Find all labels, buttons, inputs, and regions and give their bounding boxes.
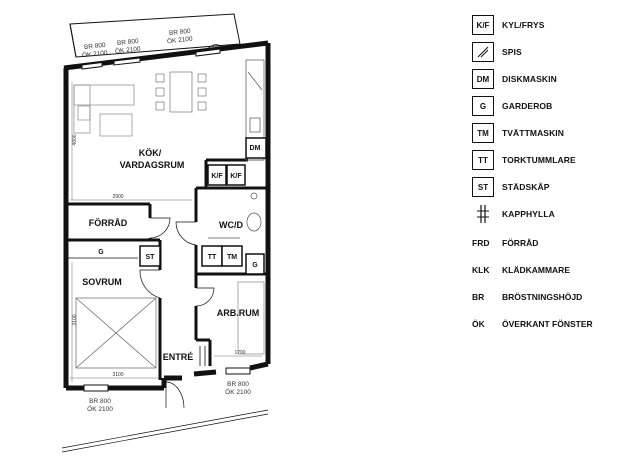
sofa-group bbox=[73, 84, 135, 137]
window-label-bottom-right: BR 800 ÖK 2100 bbox=[225, 381, 251, 396]
legend-code: K/F bbox=[472, 15, 494, 35]
floor-plan: KÖK/ VARDAGSRUM FÖRRÅD SOVRUM WC/D ARB.R… bbox=[61, 13, 271, 453]
abbreviation-text: BRÖSTNINGSHÖJD bbox=[502, 292, 583, 302]
legend-text: DISKMASKIN bbox=[502, 74, 557, 84]
coat-rack-icon bbox=[472, 204, 494, 224]
dining-table bbox=[155, 71, 207, 113]
room-label-bedroom: SOVRUM bbox=[82, 277, 122, 287]
legend-item: ST STÄDSKÅP bbox=[472, 176, 550, 198]
svg-text:BR 800: BR 800 bbox=[117, 38, 140, 47]
legend-code: TM bbox=[472, 123, 494, 143]
room-label-storage: FÖRRÅD bbox=[89, 218, 128, 228]
fixture-tt: TT bbox=[208, 254, 217, 261]
legend-text: GARDEROB bbox=[502, 101, 553, 111]
legend-item: TT TORKTUMMLARE bbox=[472, 149, 576, 171]
stove-icon bbox=[472, 42, 494, 62]
abbreviation-text: FÖRRÅD bbox=[502, 238, 539, 248]
fixture-st: ST bbox=[146, 254, 156, 261]
svg-text:BR 800: BR 800 bbox=[169, 28, 192, 37]
top-windows bbox=[81, 48, 221, 70]
window-label-bottom-left: BR 800 ÖK 2100 bbox=[87, 398, 113, 413]
abbreviation-text: ÖVERKANT FÖNSTER bbox=[502, 319, 593, 329]
abbreviation-item: FRD FÖRRÅD bbox=[472, 238, 538, 248]
fixture-g-office: G bbox=[252, 262, 258, 269]
legend-item: TM TVÄTTMASKIN bbox=[472, 122, 564, 144]
legend-item: KAPPHYLLA bbox=[472, 203, 555, 225]
abbreviation-item: KLK KLÄDKAMMARE bbox=[472, 265, 570, 275]
dimension-kitchen-depth: 4800 bbox=[72, 134, 78, 145]
legend-code: ST bbox=[472, 177, 494, 197]
dimension-kitchen-width: 2900 bbox=[112, 194, 123, 200]
room-label-wc: WC/D bbox=[219, 220, 243, 230]
svg-text:BR 800: BR 800 bbox=[227, 381, 249, 388]
bottom-windows bbox=[83, 367, 251, 392]
abbreviation-code: ÖK bbox=[472, 319, 485, 329]
dimension-office-width: 1700 bbox=[234, 350, 245, 356]
svg-text:ÖK 2100: ÖK 2100 bbox=[225, 388, 251, 396]
fixture-kf-1: K/F bbox=[211, 173, 223, 180]
abbreviation-item: BR BRÖSTNINGSHÖJD bbox=[472, 292, 582, 302]
fixture-boxes bbox=[139, 137, 267, 275]
office-desk bbox=[237, 281, 265, 355]
svg-text:ÖK 2100: ÖK 2100 bbox=[167, 35, 194, 46]
abbreviation-text: KLÄDKAMMARE bbox=[502, 265, 570, 275]
legend-text: TORKTUMMLARE bbox=[502, 155, 576, 165]
bed bbox=[75, 297, 157, 369]
room-label-office: ARB.RUM bbox=[217, 308, 260, 318]
coat-rack-icon bbox=[199, 346, 206, 366]
legend-code: DM bbox=[472, 69, 494, 89]
dimension-lines bbox=[70, 82, 262, 382]
legend-item: SPIS bbox=[472, 41, 522, 63]
outer-walls bbox=[63, 40, 271, 391]
abbreviation-code: KLK bbox=[472, 265, 490, 275]
dimension-bedroom-depth: 3100 bbox=[72, 314, 78, 325]
abbreviation-item: ÖK ÖVERKANT FÖNSTER bbox=[472, 319, 593, 329]
legend-text: KYL/FRYS bbox=[502, 20, 545, 30]
legend-text: TVÄTTMASKIN bbox=[502, 128, 565, 138]
wc-fixtures bbox=[208, 192, 262, 239]
door-swings bbox=[139, 217, 215, 409]
legend-text: STÄDSKÅP bbox=[502, 182, 550, 192]
window-label-balcony-right: BR 800 ÖK 2100 bbox=[167, 28, 194, 45]
legend-code: TT bbox=[472, 150, 494, 170]
abbreviation-code: FRD bbox=[472, 238, 490, 248]
balcony-door-swing bbox=[205, 44, 225, 52]
svg-text:BR 800: BR 800 bbox=[84, 42, 107, 51]
svg-text:BR 800: BR 800 bbox=[89, 398, 111, 405]
interior-walls bbox=[66, 158, 266, 380]
abbreviation-code: BR bbox=[472, 292, 485, 302]
window-label-balcony-mid: BR 800 ÖK 2100 bbox=[115, 38, 142, 55]
svg-text:ÖK 2100: ÖK 2100 bbox=[115, 45, 142, 56]
room-label-kitchen-1: KÖK/ bbox=[139, 148, 162, 158]
room-label-kitchen-2: VARDAGSRUM bbox=[120, 160, 185, 170]
balcony-side bbox=[69, 23, 77, 58]
svg-text:ÖK 2100: ÖK 2100 bbox=[82, 49, 109, 60]
fixture-tm: TM bbox=[227, 254, 237, 261]
window-label-balcony-left: BR 800 ÖK 2100 bbox=[82, 42, 109, 59]
svg-text:ÖK 2100: ÖK 2100 bbox=[87, 405, 113, 413]
room-label-entrance: ENTRÉ bbox=[163, 352, 194, 362]
site-lines bbox=[61, 409, 269, 453]
legend-item: K/F KYL/FRYS bbox=[472, 14, 545, 36]
fixture-dm: DM bbox=[250, 145, 261, 152]
legend-text: SPIS bbox=[502, 47, 522, 57]
legend-code: G bbox=[472, 96, 494, 116]
fixture-g-bedroom: G bbox=[98, 249, 104, 256]
fixture-kf-2: K/F bbox=[230, 173, 242, 180]
legend-item: G GARDEROB bbox=[472, 95, 552, 117]
legend-text: KAPPHYLLA bbox=[502, 209, 555, 219]
dimension-bedroom-width: 3100 bbox=[112, 372, 123, 378]
legend-item: DM DISKMASKIN bbox=[472, 68, 557, 90]
